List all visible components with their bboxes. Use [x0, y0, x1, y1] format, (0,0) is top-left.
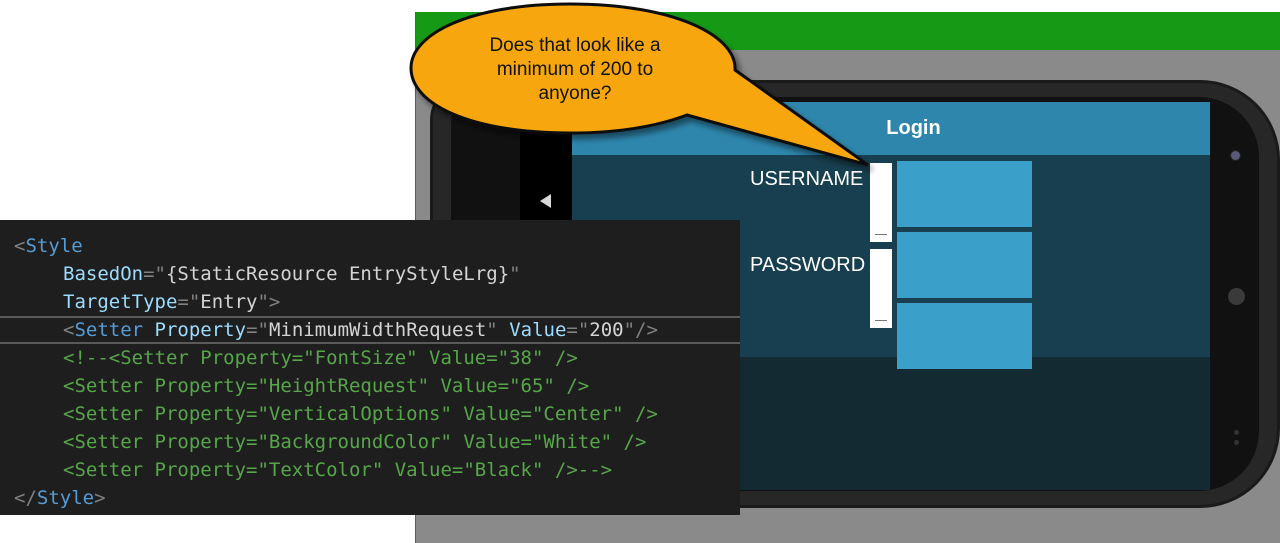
blue-box — [897, 303, 1032, 369]
back-triangle-icon[interactable] — [540, 194, 551, 208]
password-field[interactable] — [870, 249, 892, 328]
code-line: </Style> — [14, 487, 106, 509]
username-label: USERNAME — [750, 168, 864, 190]
code-line: <Style — [14, 235, 83, 257]
username-field[interactable] — [870, 163, 892, 242]
code-line: TargetType="Entry"> — [63, 291, 281, 313]
blue-box — [897, 161, 1032, 227]
speech-bubble-shape — [409, 2, 869, 167]
code-comment-line: <Setter Property="BackgroundColor" Value… — [63, 431, 647, 453]
code-editor: <Style BasedOn="{StaticResource EntrySty… — [0, 220, 740, 515]
code-comment-line: <Setter Property="HeightRequest" Value="… — [63, 375, 590, 397]
blue-box — [897, 232, 1032, 298]
speaker-icon — [1227, 287, 1246, 306]
code-comment-line: <Setter Property="VerticalOptions" Value… — [63, 403, 658, 425]
code-line-highlighted: <Setter Property="MinimumWidthRequest" V… — [63, 319, 658, 341]
camera-icon — [1230, 150, 1241, 161]
sensor-dot — [1234, 440, 1239, 445]
callout-text: Does that look like a minimum of 200 to … — [489, 35, 661, 104]
sensor-dot — [1234, 430, 1239, 435]
password-label: PASSWORD — [750, 254, 866, 276]
current-line-highlight — [0, 316, 740, 344]
code-comment-line: <Setter Property="TextColor" Value="Blac… — [63, 459, 613, 481]
speech-bubble — [409, 2, 869, 167]
code-comment-line: <!--<Setter Property="FontSize" Value="3… — [63, 347, 578, 369]
page-title: Login — [886, 117, 941, 139]
code-line: BasedOn="{StaticResource EntryStyleLrg}" — [63, 263, 521, 285]
